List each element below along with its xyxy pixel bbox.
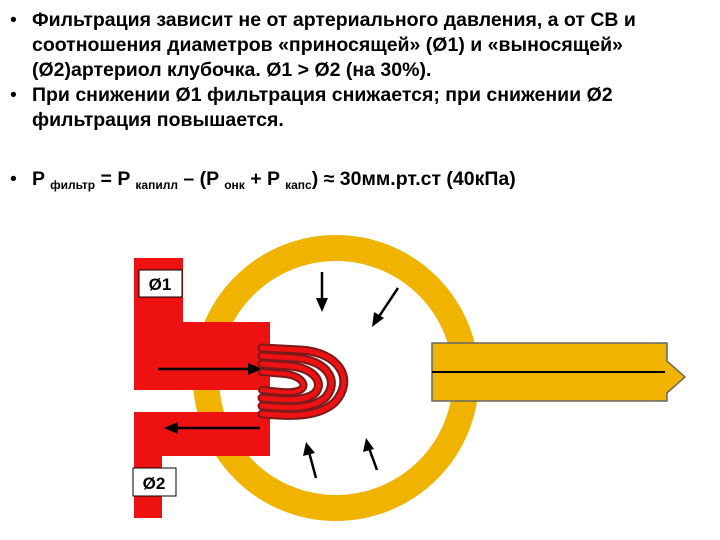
bullet-text: При снижении Ø1 фильтрация снижается; пр… [32,84,613,131]
formula-sub-capillary: капилл [135,178,178,192]
pressure-arrows [303,272,400,479]
bullet-list: • Фильтрация зависит не от артериального… [8,8,708,192]
bullet-item-formula: • P фильтр = P капилл – (P онк + P капс)… [8,167,708,192]
afferent-label-box [138,269,183,298]
formula-text: P фильтр = P капилл – (P онк + P капс) ≈… [32,168,516,192]
formula-sub-filter: фильтр [50,178,96,192]
bullet-marker: • [10,168,17,190]
formula-sub-capsular: капс [285,178,312,192]
afferent-label: Ø1 [149,275,172,294]
bullet-item-diameter-effect: • При снижении Ø1 фильтрация снижается; … [8,83,708,133]
bullet-text: Фильтрация зависит не от артериального д… [32,9,636,81]
glomerular-capillary-loops [257,343,349,420]
formula-sub-oncotic: онк [224,178,245,192]
bullet-item-filtration-dependence: • Фильтрация зависит не от артериального… [8,8,708,83]
afferent-arrowhead [248,363,262,375]
bullet-marker: • [10,84,17,106]
bullet-marker: • [10,9,17,31]
efferent-arteriole [134,412,270,518]
efferent-arrowhead [164,422,178,434]
efferent-label: Ø2 [143,474,166,493]
efferent-label-box [132,467,177,497]
